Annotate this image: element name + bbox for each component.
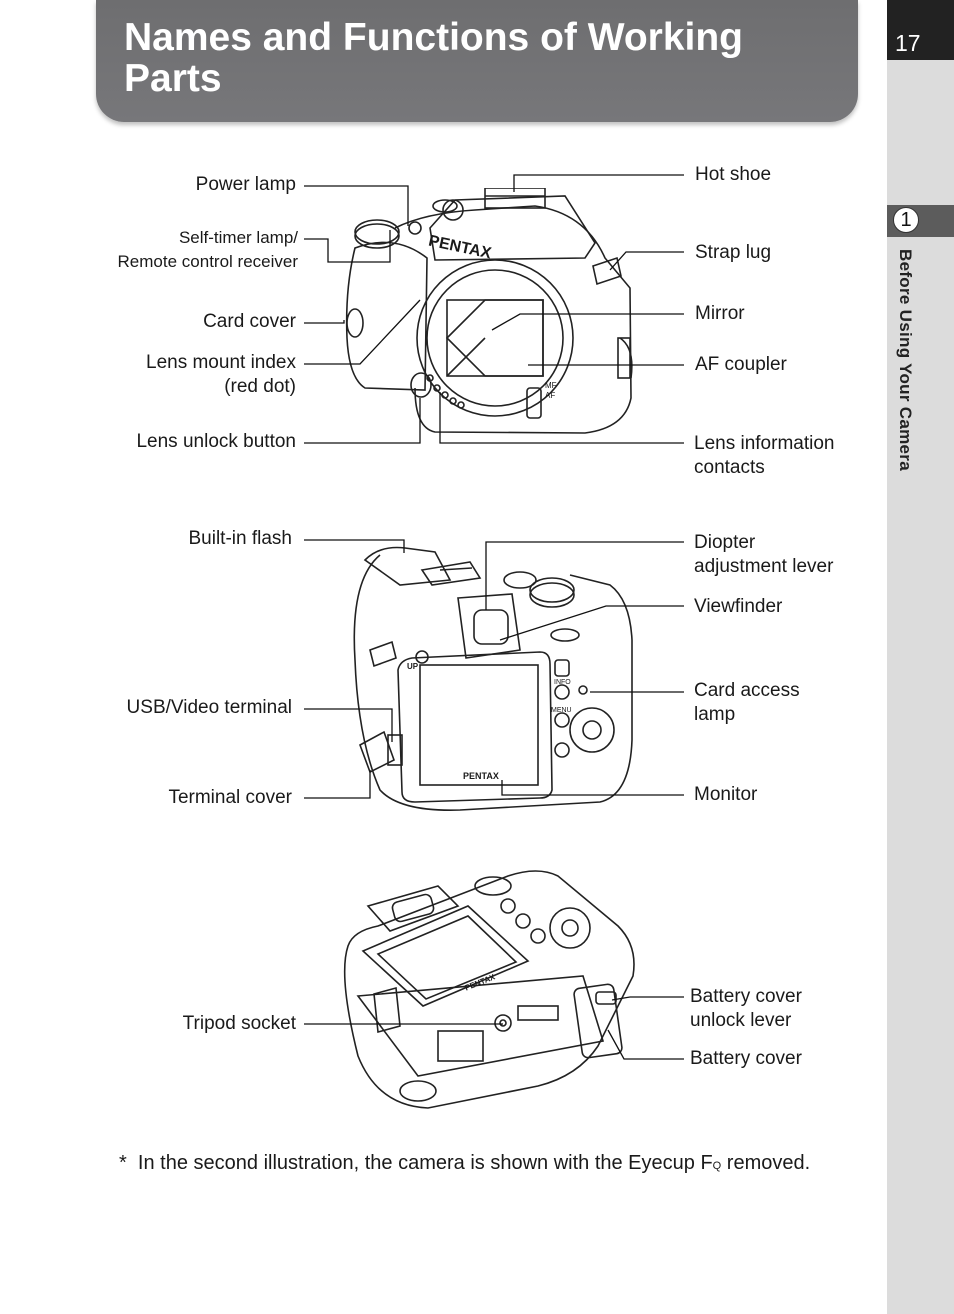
- label-strap-lug: Strap lug: [695, 242, 772, 263]
- af-switch-label: AF: [545, 391, 556, 400]
- label-lens-unlock-button: Lens unlock button: [136, 431, 296, 452]
- label-tripod-socket: Tripod socket: [182, 1013, 296, 1034]
- label-battery-cover: Battery cover: [690, 1048, 802, 1069]
- label-hot-shoe: Hot shoe: [695, 164, 772, 185]
- camera-rear-illustration: [353, 546, 633, 811]
- label-lens-info-1: Lens information: [694, 433, 835, 454]
- label-card-access-1: Card access: [694, 680, 800, 701]
- label-lens-info-2: contacts: [694, 457, 765, 478]
- footnote-text-end: removed.: [721, 1152, 811, 1174]
- camera-front-illustration: [345, 188, 633, 434]
- rear-brand-logo: PENTAX: [463, 771, 499, 781]
- label-lens-mount-index-1: Lens mount index: [146, 352, 296, 373]
- info-button-label: INFO: [554, 679, 571, 686]
- mf-switch-label: MF: [545, 381, 557, 390]
- label-diopter-1: Diopter: [694, 532, 756, 553]
- chapter-title: Before Using Your Camera: [896, 249, 915, 471]
- label-self-timer-lamp-1: Self-timer lamp/: [178, 228, 298, 247]
- menu-button-label: MENU: [551, 707, 572, 714]
- label-card-cover: Card cover: [203, 311, 296, 332]
- label-terminal-cover: Terminal cover: [168, 787, 292, 808]
- footnote: * In the second illustration, the camera…: [119, 1152, 810, 1175]
- label-battery-cover-unlock-2: unlock lever: [690, 1010, 792, 1031]
- label-power-lamp: Power lamp: [195, 174, 296, 195]
- page-number: 17: [895, 30, 921, 56]
- page-number-box: [887, 0, 954, 60]
- flash-up-label: UP: [407, 662, 419, 671]
- label-self-timer-lamp-2: Remote control receiver: [117, 252, 298, 271]
- label-card-access-2: lamp: [694, 704, 736, 725]
- label-diopter-2: adjustment lever: [694, 556, 834, 577]
- footnote-text: In the second illustration, the camera i…: [137, 1152, 713, 1174]
- camera-bottom-illustration: [343, 870, 635, 1109]
- label-lens-mount-index-2: (red dot): [224, 376, 296, 397]
- label-monitor: Monitor: [694, 784, 758, 805]
- footnote-subscript: Q: [712, 1160, 722, 1172]
- label-mirror: Mirror: [695, 303, 745, 324]
- label-built-in-flash: Built-in flash: [188, 528, 293, 549]
- label-af-coupler: AF coupler: [695, 354, 787, 375]
- page-title: Names and Functions of Working Parts: [124, 16, 743, 100]
- footnote-star: *: [119, 1152, 127, 1174]
- label-battery-cover-unlock-1: Battery cover: [690, 986, 802, 1007]
- chapter-number-badge: 1: [893, 207, 919, 233]
- title-banner: Names and Functions of Working Parts: [96, 0, 858, 122]
- label-viewfinder: Viewfinder: [694, 596, 783, 617]
- label-usb-video-terminal: USB/Video terminal: [126, 697, 292, 718]
